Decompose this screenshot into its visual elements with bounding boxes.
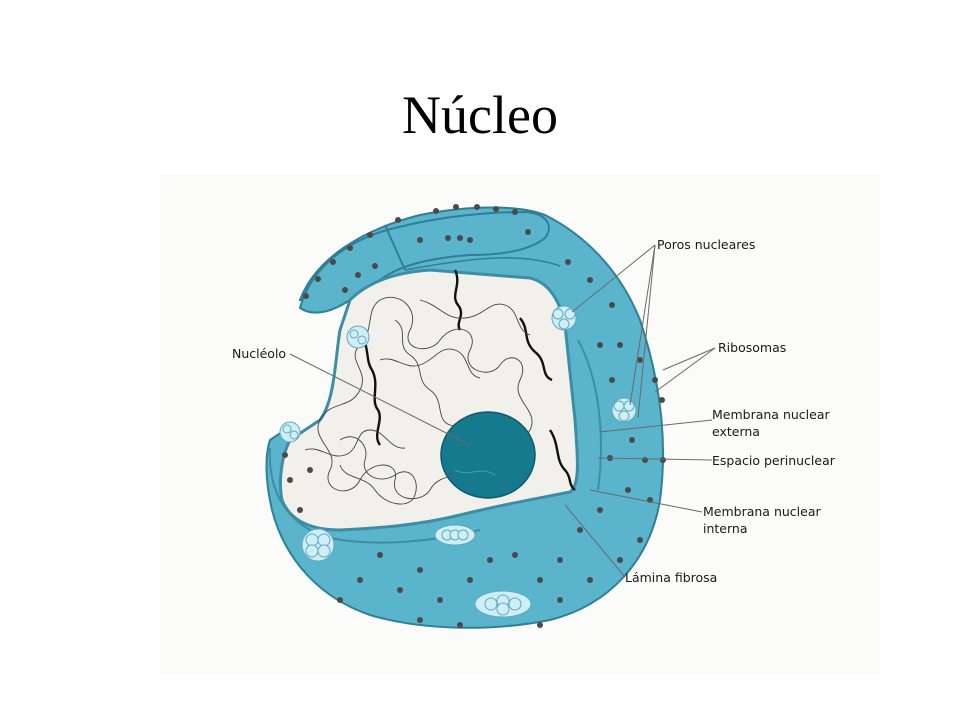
pore — [301, 528, 335, 562]
chromatin — [359, 269, 576, 491]
pore — [611, 397, 637, 423]
label-poros-nucleares: Poros nucleares — [657, 237, 755, 252]
label-membrana-interna-2: interna — [703, 521, 748, 536]
label-membrana-externa-2: externa — [712, 424, 760, 439]
nuclear-pores — [279, 305, 637, 618]
label-membrana-externa: Membrana nuclear — [712, 407, 830, 422]
page-title: Núcleo — [402, 85, 558, 145]
pore — [279, 421, 301, 443]
label-espacio-perinuclear: Espacio perinuclear — [712, 453, 836, 468]
label-nucleolo: Nucléolo — [232, 346, 286, 361]
pore — [474, 590, 532, 618]
label-lamina-fibrosa: Lámina fibrosa — [625, 570, 717, 585]
pore — [434, 524, 476, 546]
pore — [551, 305, 577, 331]
label-ribosomas: Ribosomas — [718, 340, 786, 355]
label-membrana-interna: Membrana nuclear — [703, 504, 821, 519]
nucleolus — [440, 411, 536, 499]
pore — [346, 325, 370, 349]
ribosomes — [282, 204, 666, 628]
leader-lines — [289, 244, 716, 578]
